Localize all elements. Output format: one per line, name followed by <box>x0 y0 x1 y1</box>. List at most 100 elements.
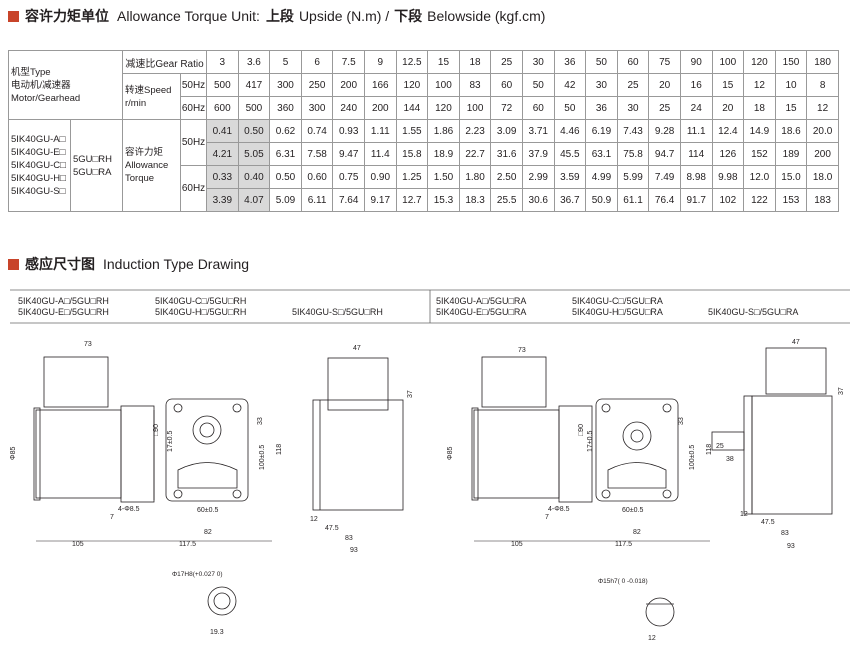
torque-cell: 36.7 <box>553 188 587 212</box>
dim-33: 33 <box>257 417 264 425</box>
dim-47-5: 47.5 <box>325 525 339 532</box>
dim-60: 60±0.5 <box>197 507 218 514</box>
torque-cell: 122 <box>743 188 776 212</box>
torque-cell: 1.55 <box>395 119 429 143</box>
gear-ratio-header: 减速比Gear Ratio <box>121 50 208 74</box>
model-list-right-c: 5IK40GU-S□/5GU□RA <box>708 307 799 317</box>
torque-cell: 3.09 <box>490 119 523 143</box>
torque-cell: 63.1 <box>585 142 618 166</box>
table-row: 5IK40GU-A□ 5IK40GU-E□ 5IK40GU-C□ 5IK40GU… <box>8 119 839 212</box>
ratio-cell: 3 <box>206 50 239 74</box>
dim-37: 37 <box>407 390 414 398</box>
model-list-left-c: 5IK40GU-S□/5GU□RH <box>292 307 383 317</box>
speed60-cell: 30 <box>616 96 650 120</box>
torque-cell: 2.99 <box>521 165 555 189</box>
speed50-cell: 25 <box>616 73 650 97</box>
dim-60-r: 60±0.5 <box>622 507 643 514</box>
torque-cell: 2.50 <box>490 165 523 189</box>
title-cn: 容许力矩单位 <box>25 8 109 24</box>
dim-73: 73 <box>84 341 92 348</box>
dim-83: 83 <box>345 535 353 542</box>
torque-cell: 4.07 <box>237 188 271 212</box>
torque-cell: 7.49 <box>648 165 681 189</box>
torque-cell: 152 <box>743 142 776 166</box>
torque-cell: 76.4 <box>648 188 681 212</box>
torque-cell: 102 <box>711 188 745 212</box>
torque-cell: 9.98 <box>711 165 745 189</box>
dim-25: 25 <box>716 443 724 450</box>
torque-cell: 15.8 <box>395 142 429 166</box>
dim-12: 12 <box>310 516 318 523</box>
dim-73-r: 73 <box>518 347 526 354</box>
dim-4phi: 4-Φ8.5 <box>118 506 140 513</box>
dim-90: □90 <box>153 424 160 436</box>
torque-cell: 30.6 <box>521 188 555 212</box>
torque-cell: 0.90 <box>363 165 397 189</box>
dim-phi85: Φ85 <box>10 447 17 460</box>
dim-shaft-left: Φ17H8(+0.027 0) <box>172 571 223 578</box>
speed50-cell: 12 <box>743 73 776 97</box>
dim-shaft-left-w: 19.3 <box>210 629 224 636</box>
speed60-cell: 240 <box>332 96 365 120</box>
left-end-view <box>312 357 404 511</box>
dim-93-r: 93 <box>787 543 795 550</box>
speed50-cell: 60 <box>490 73 523 97</box>
dim-phi85-r: Φ85 <box>447 447 454 460</box>
dim-47-r: 47 <box>792 339 800 346</box>
dim-7: 7 <box>110 514 114 521</box>
dim-117-r: 117.5 <box>615 541 632 548</box>
speed50-cell: 16 <box>679 73 713 97</box>
speed50-cell: 8 <box>806 73 839 97</box>
torque-cell: 0.40 <box>237 165 271 189</box>
ratio-cell: 5 <box>269 50 302 74</box>
left-shaft-view <box>207 586 237 616</box>
torque-cell: 18.0 <box>806 165 839 189</box>
belowside-en: Belowside (kgf.cm) <box>427 8 546 24</box>
dim-117: 117.5 <box>179 541 196 548</box>
torque-cell: 91.7 <box>679 188 713 212</box>
torque-cell: 61.1 <box>616 188 650 212</box>
right-shaft-view <box>645 597 675 627</box>
dim-100-r: 100±0.5 <box>689 445 696 470</box>
torque-cell: 7.64 <box>332 188 365 212</box>
speed50-cell: 15 <box>711 73 745 97</box>
torque-cell: 6.19 <box>585 119 618 143</box>
dim-4phi-r: 4-Φ8.5 <box>548 506 570 513</box>
left-side-view <box>33 356 155 503</box>
ratio-cell: 7.5 <box>332 50 365 74</box>
gearhead-models: 5GU□RH 5GU□RA <box>70 119 123 212</box>
dim-shaft-right: Φ15h7( 0 -0.018) <box>598 578 648 585</box>
belowside-cn: 下段 <box>394 8 423 24</box>
torque-cell: 12.0 <box>743 165 776 189</box>
hz60-label: 60Hz <box>179 165 208 212</box>
model-list-left-b: 5IK40GU-C□/5GU□RH 5IK40GU-H□/5GU□RH <box>155 296 247 317</box>
dim-82: 82 <box>204 529 212 536</box>
model-list-right-a: 5IK40GU-A□/5GU□RA 5IK40GU-E□/5GU□RA <box>436 296 527 317</box>
dim-100: 100±0.5 <box>259 445 266 470</box>
right-side-view <box>471 356 593 503</box>
title2-en: Induction Type Drawing <box>103 256 250 272</box>
upside-en: Upside (N.m) / <box>298 8 390 24</box>
speed60-cell: 120 <box>427 96 460 120</box>
ratio-cell: 18 <box>458 50 492 74</box>
model-list-right-b: 5IK40GU-C□/5GU□RA 5IK40GU-H□/5GU□RA <box>572 296 663 317</box>
left-front-view <box>165 398 249 502</box>
torque-cell: 8.98 <box>679 165 713 189</box>
right-end-view <box>711 347 833 515</box>
section-marker-icon <box>8 258 19 270</box>
title2-cn: 感应尺寸图 <box>25 256 95 272</box>
torque-cell: 15.3 <box>427 188 460 212</box>
dim-105-r: 105 <box>511 541 523 548</box>
hz50-label: 50Hz <box>179 119 208 166</box>
speed50-cell: 100 <box>427 73 460 97</box>
model-list-left-a: 5IK40GU-A□/5GU□RH 5IK40GU-E□/5GU□RH <box>18 296 109 317</box>
ratio-cell: 36 <box>553 50 587 74</box>
torque-cell: 31.6 <box>490 142 523 166</box>
